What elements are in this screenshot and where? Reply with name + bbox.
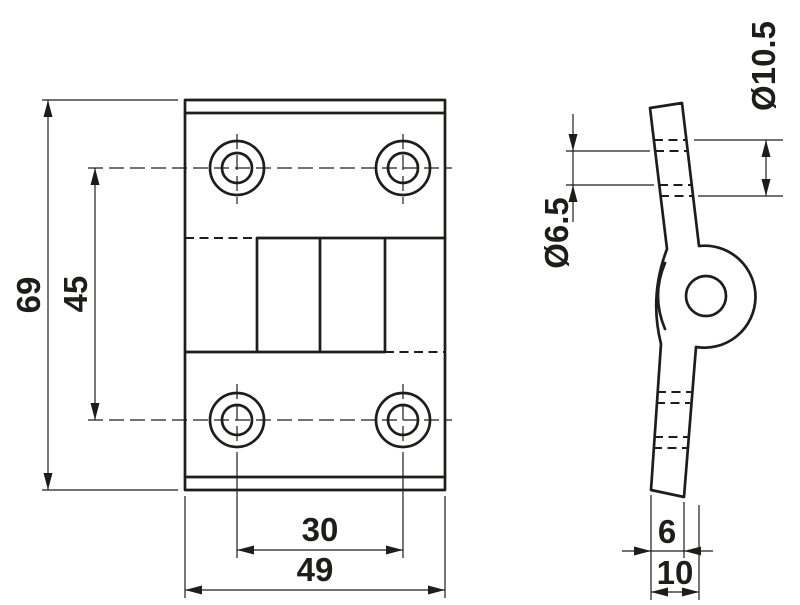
hole-centerlines — [88, 134, 452, 448]
front-extension-lines — [42, 99, 446, 598]
dim-label-through-hole-diameter: Ø6.5 — [538, 197, 575, 269]
hinge-plate-outline — [183, 98, 447, 492]
dim-label-hole-pitch-horizontal: 30 — [302, 511, 339, 548]
pin-hole — [684, 274, 728, 318]
side-view: Ø10.5 Ø6.5 6 10 — [538, 21, 783, 600]
knuckle-cutout-lines — [183, 236, 447, 354]
knuckle-hidden-lines — [185, 237, 445, 353]
dim-label-hole-pitch-vertical: 45 — [57, 276, 94, 313]
side-profile-outline — [648, 101, 757, 499]
dim-label-overall-width: 49 — [297, 551, 334, 588]
dim-label-leaf-thickness: 6 — [658, 513, 676, 550]
side-hidden-hole-lines — [653, 139, 692, 449]
front-view: 69 45 30 49 — [10, 98, 452, 598]
dim-label-overall-height: 69 — [10, 277, 47, 314]
side-extension-lines — [566, 139, 783, 600]
dim-label-counterbore-diameter: Ø10.5 — [745, 21, 782, 111]
dim-label-overall-depth: 10 — [657, 554, 694, 591]
